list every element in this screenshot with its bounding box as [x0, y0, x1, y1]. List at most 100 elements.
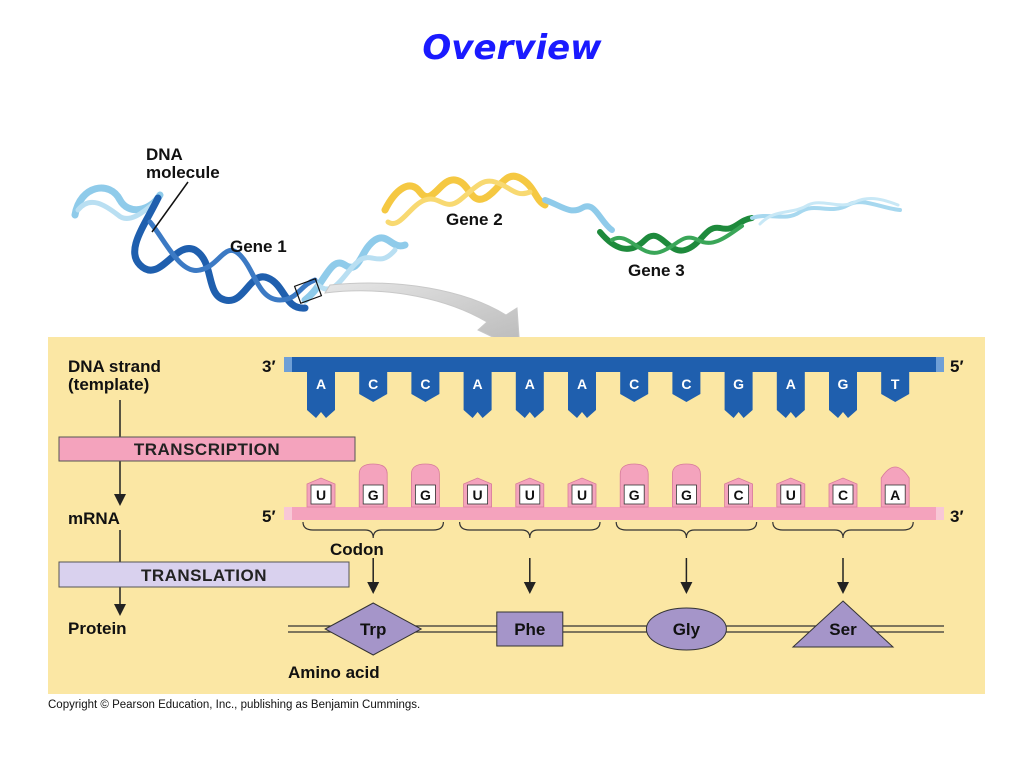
dna-base-shape: [672, 372, 701, 402]
codon-arrow-head-4: [837, 582, 849, 594]
dna-base-shape: [359, 372, 388, 402]
amino-acid-shape: [496, 611, 564, 647]
dna-end-left: 3′: [262, 357, 276, 376]
codon-braces: [302, 521, 914, 539]
mrna-base-12: A: [880, 466, 910, 508]
mrna-base-letter: U: [525, 487, 535, 503]
amino-acid-name: Gly: [673, 620, 701, 639]
amino-acid-ser: Ser: [791, 600, 895, 648]
mrna-base-6: U: [567, 477, 597, 508]
mrna-base-box: [780, 484, 802, 505]
mrna-base-letter: G: [420, 487, 431, 503]
mrna-end-left: 5′: [262, 507, 276, 526]
codon-arrow-head-1: [367, 582, 380, 594]
codon-brace-3: [615, 521, 758, 539]
dna-base-letter: G: [733, 376, 744, 392]
mrna-strand-bar: [290, 507, 938, 520]
mrna-base-letter: C: [838, 487, 848, 503]
amino-acid-shape: [324, 602, 423, 656]
mrna-base-box: [623, 484, 645, 505]
dna-base-10: A: [776, 372, 805, 418]
amino-acid-shape: [791, 600, 895, 648]
dna-base-8: C: [672, 372, 701, 402]
codon-brace-2: [459, 521, 601, 539]
gene2-segment: [381, 172, 549, 227]
mrna-base-box: [519, 484, 541, 505]
mrna-strand-fade-left: [284, 507, 292, 520]
dna-strand-bar: [290, 357, 938, 372]
dna-strand-fade-right: [936, 357, 944, 372]
dna-base-shape: [307, 372, 335, 418]
codon-brace-1: [302, 521, 444, 539]
protein-label: Protein: [68, 619, 127, 638]
dna-base-shape: [724, 372, 753, 418]
mrna-base-4: U: [463, 477, 492, 508]
dna-base-letter: A: [316, 376, 326, 392]
dna-base-6: A: [568, 372, 596, 418]
mrna-end-right: 3′: [950, 507, 964, 526]
mrna-base-letter: C: [734, 487, 744, 503]
mrna-base-box: [467, 484, 489, 505]
dna-molecule-pointer: [151, 181, 189, 233]
dna-base-shape: [568, 372, 596, 418]
amino-acid-trp: Trp: [324, 602, 423, 656]
dna-base-11: G: [829, 372, 857, 418]
dna-base-letter: C: [420, 376, 430, 392]
gene1-label: Gene 1: [230, 237, 287, 256]
mrna-base-letter: G: [629, 487, 640, 503]
dna-molecule-label-1: DNA: [146, 145, 183, 164]
zoom-arrow: [324, 282, 521, 351]
dna-end-right: 5′: [950, 357, 964, 376]
zoom-box: [293, 278, 323, 304]
mrna-base-3: G: [411, 463, 440, 508]
flow-arrows: [114, 400, 126, 616]
dna-base-3: C: [411, 372, 440, 402]
amino-acid-name: Trp: [360, 620, 386, 639]
dna-base-letter: C: [681, 376, 691, 392]
gene1-segment: [131, 194, 318, 312]
mrna-base-letter: A: [890, 487, 900, 503]
dna-base-4: A: [463, 372, 492, 418]
amino-acid-phe: Phe: [496, 611, 564, 647]
dna-base-shape: [829, 372, 857, 418]
mrna-base-letter: U: [786, 487, 796, 503]
dna-strand-fade-left: [284, 357, 292, 372]
translation-box: [58, 561, 350, 588]
dna-base-letter: G: [838, 376, 849, 392]
slide-title: Overview: [422, 28, 602, 68]
amino-acid-shape: [645, 607, 727, 651]
mrna-strand-fade-right: [936, 507, 944, 520]
mrna-base-2: G: [358, 463, 388, 508]
amino-acid-name: Phe: [514, 620, 545, 639]
mrna-base-box: [414, 484, 436, 505]
mrna-base-10: U: [776, 477, 806, 508]
mrna-base-letter: U: [473, 487, 483, 503]
mrna-base-box: [884, 484, 906, 505]
amino-acid-name: Ser: [829, 620, 857, 639]
transcription-label: TRANSCRIPTION: [134, 440, 280, 459]
dna-base-1: A: [307, 372, 335, 418]
mrna-base-letter: U: [316, 487, 326, 503]
mrna-base-box: [676, 484, 697, 505]
dna-base-9: G: [724, 372, 753, 418]
dna-base-5: A: [515, 372, 544, 418]
codon-brace-4: [772, 521, 914, 539]
amino-acid-label: Amino acid: [288, 663, 380, 682]
codon-arrow-head-3: [680, 582, 693, 594]
mrna-base-letter: G: [681, 487, 692, 503]
mrna-base-box: [728, 484, 749, 505]
mrna-base-7: G: [619, 463, 649, 508]
mrna-base-1: U: [306, 477, 336, 508]
transcription-box: [58, 436, 356, 462]
dna-base-letter: A: [786, 376, 796, 392]
dna-base-shape: [463, 372, 492, 418]
dna-base-shape: [620, 372, 649, 402]
dna-strand-label-2: (template): [68, 375, 149, 394]
dna-light-segment-end: [750, 200, 902, 220]
dna-base-shape: [411, 372, 440, 402]
mrna-base-letter: G: [368, 487, 379, 503]
codon-arrows: [367, 558, 849, 594]
mrna-base-box: [310, 484, 332, 505]
